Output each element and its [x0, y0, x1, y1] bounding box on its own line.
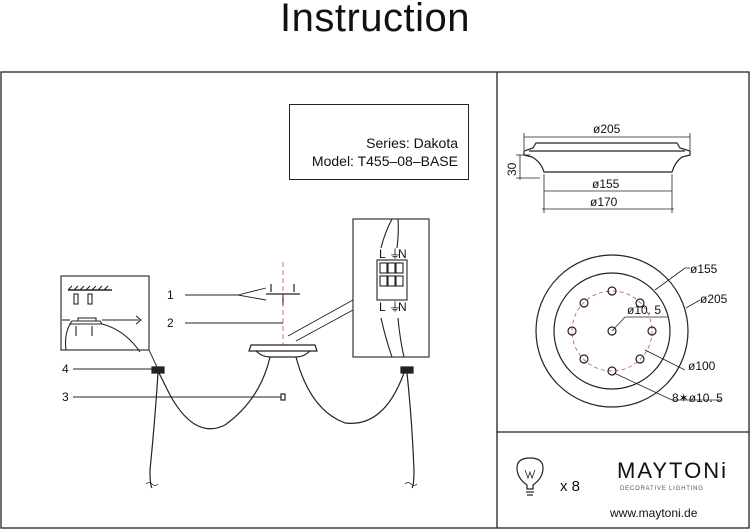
lamp-drawing — [145, 262, 418, 489]
dim-top-205: ø205 — [593, 122, 621, 136]
base-plan-view — [535, 254, 722, 408]
dim-center-hole: ø10. 5 — [627, 303, 661, 317]
terminal-earth-bottom: ⏚ — [389, 300, 401, 314]
dim-height-30: 30 — [505, 162, 519, 176]
dim-holes: 8✶ø10. 5 — [672, 391, 723, 405]
series-text: Series: Dakota — [366, 135, 458, 151]
terminal-l-bottom: L — [379, 300, 386, 314]
website-link[interactable]: www.maytoni.de — [610, 506, 698, 520]
light-bulb-icon — [516, 457, 544, 496]
part-label-1: 1 — [167, 288, 174, 302]
brand-tagline: DECORATIVE LIGHTING — [620, 486, 704, 492]
model-info-box: Series: Dakota Model: T455–08–BASE — [289, 104, 469, 180]
dim-plan-155: ø155 — [690, 262, 718, 276]
dim-plan-100: ø100 — [688, 359, 716, 373]
dim-plan-205: ø205 — [700, 292, 728, 306]
outer-frame — [0, 71, 750, 529]
terminal-earth-top: ⏚ — [389, 247, 401, 261]
terminal-l-top: L — [379, 247, 386, 261]
part-label-2: 2 — [167, 316, 174, 330]
terminal-n-bottom: N — [398, 300, 407, 314]
part-label-3: 3 — [62, 390, 69, 404]
part-label-4: 4 — [62, 362, 69, 376]
model-text: Model: T455–08–BASE — [311, 153, 458, 169]
ceiling-mount-detail — [60, 275, 158, 368]
base-side-view — [516, 133, 691, 213]
brand-logo: MAYTONi — [617, 458, 728, 483]
dim-bottom-155: ø155 — [592, 177, 620, 191]
terminal-n-top: N — [398, 247, 407, 261]
page-title: Instruction — [279, 0, 471, 40]
bulb-count: x 8 — [560, 478, 581, 495]
terminal-block-detail — [287, 218, 430, 358]
dim-bottom-170: ø170 — [590, 195, 618, 209]
reference-leaders — [73, 287, 283, 398]
